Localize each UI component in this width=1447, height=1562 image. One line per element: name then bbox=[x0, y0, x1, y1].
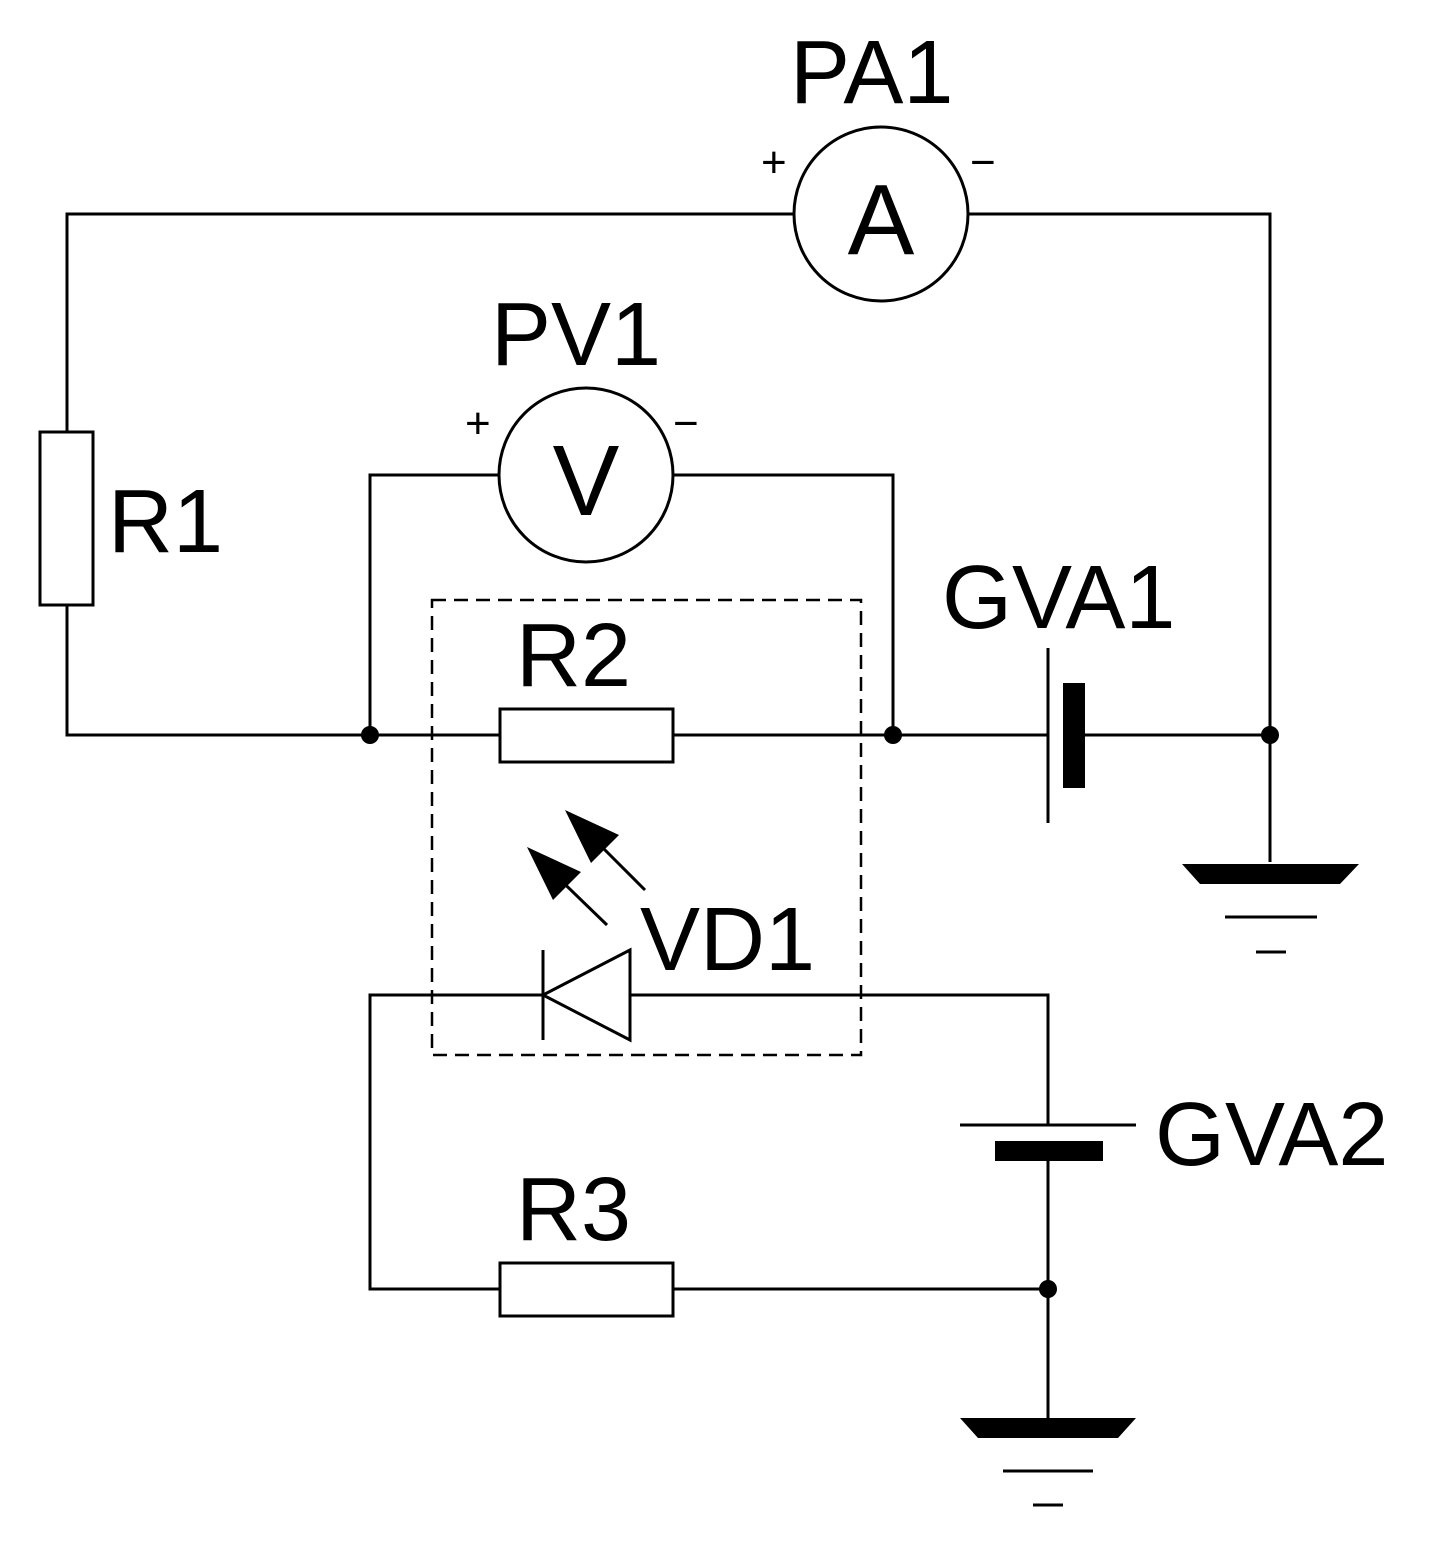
resistor-r2-body bbox=[498, 707, 675, 764]
junction-node bbox=[361, 726, 379, 744]
ground-icon bbox=[1182, 864, 1359, 954]
voltage-source-gva1: GVA1 bbox=[942, 548, 1175, 823]
gva1-short-plate bbox=[1063, 683, 1085, 788]
resistor-r2-label: R2 bbox=[516, 606, 631, 706]
gva2-short-plate bbox=[995, 1141, 1103, 1161]
resistor-r1-body bbox=[38, 430, 95, 607]
junction-node bbox=[884, 726, 902, 744]
ammeter-symbol: A bbox=[848, 164, 915, 276]
voltmeter-body bbox=[497, 386, 675, 564]
resistor-r3: R3 bbox=[498, 1160, 675, 1318]
lower-loop-wires bbox=[368, 993, 1050, 1418]
junction-node bbox=[1039, 1280, 1057, 1298]
voltmeter-plus-sign: + bbox=[465, 399, 491, 448]
led-vd1: VD1 bbox=[527, 810, 815, 1043]
ammeter-minus-sign: − bbox=[970, 138, 996, 187]
optocoupler-enclosure bbox=[430, 598, 863, 1057]
resistor-r1: R1 bbox=[38, 430, 223, 607]
resistor-r3-body bbox=[498, 1261, 675, 1318]
voltage-source-gva2: GVA2 bbox=[960, 1085, 1388, 1185]
light-arrow-head-icon bbox=[527, 847, 581, 900]
light-arrow-head-icon bbox=[565, 810, 619, 863]
ammeter-body bbox=[792, 125, 970, 303]
led-label: VD1 bbox=[640, 890, 815, 990]
voltmeter-symbol: V bbox=[553, 425, 620, 537]
voltmeter-minus-sign: − bbox=[673, 399, 699, 448]
led-anode-triangle bbox=[539, 947, 632, 1043]
ground-icon bbox=[960, 1418, 1136, 1507]
voltmeter-pv1: V PV1 + − bbox=[465, 285, 699, 564]
ammeter-plus-sign: + bbox=[761, 138, 787, 187]
ammeter-pa1: A PA1 + − bbox=[761, 23, 996, 303]
junction-node bbox=[1261, 726, 1279, 744]
resistor-r2: R2 bbox=[498, 606, 675, 764]
gva2-label: GVA2 bbox=[1155, 1085, 1388, 1185]
top-loop-wires bbox=[65, 212, 1272, 862]
voltmeter-branch bbox=[368, 473, 895, 735]
ammeter-label: PA1 bbox=[790, 23, 953, 123]
gva1-label: GVA1 bbox=[942, 548, 1175, 648]
junction-nodes bbox=[361, 726, 1279, 1298]
resistor-r3-label: R3 bbox=[516, 1160, 631, 1260]
voltmeter-label: PV1 bbox=[491, 285, 661, 385]
resistor-r1-label: R1 bbox=[108, 472, 223, 572]
